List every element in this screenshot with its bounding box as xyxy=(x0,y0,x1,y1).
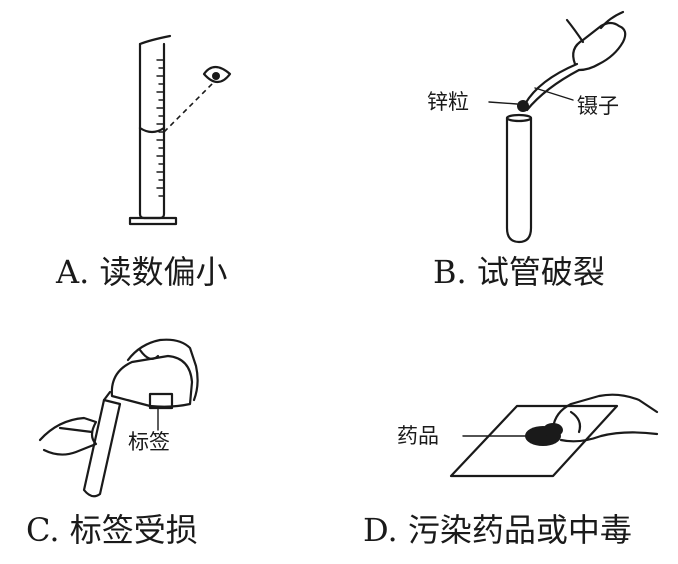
test-tube-tweezers-illustration xyxy=(488,10,627,244)
label-tweezers: 镊子 xyxy=(577,94,619,118)
panel-d: 药品 D. 污染药品或中毒 xyxy=(339,300,678,564)
label-zinc-granule: 锌粒 xyxy=(427,90,469,114)
panel-c: 标签 C. 标签受损 xyxy=(0,300,339,564)
panel-b-caption: B. 试管破裂 xyxy=(433,253,605,291)
panel-b: 锌粒 镊子 B. 试管破裂 xyxy=(339,0,678,300)
panel-d-caption: D. 污染药品或中毒 xyxy=(363,511,632,549)
panel-a: A. 读数偏小 xyxy=(0,0,339,300)
graduated-cylinder-illustration xyxy=(128,34,232,226)
label-drug: 药品 xyxy=(397,424,439,448)
panel-a-caption: A. 读数偏小 xyxy=(56,253,228,291)
pouring-liquid-illustration xyxy=(38,338,199,498)
label-tag: 标签 xyxy=(128,430,170,454)
panel-c-caption: C. 标签受损 xyxy=(26,511,198,549)
hand-touching-drug-illustration xyxy=(449,393,659,478)
